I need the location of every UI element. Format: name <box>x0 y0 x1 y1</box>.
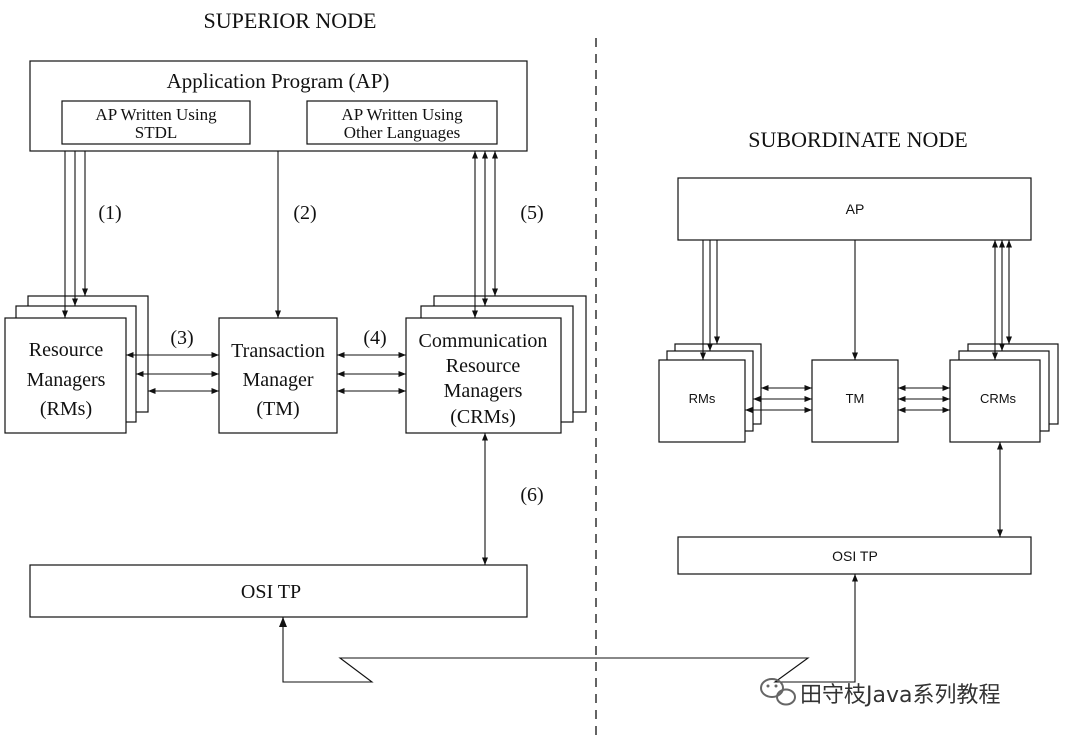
superior-rm-label-1: Resource <box>29 339 104 361</box>
superior-rm-stack: Resource Managers (RMs) <box>4 295 149 434</box>
other-languages-box: AP Written Using Other Languages <box>306 100 498 145</box>
stdl-label-2: STDL <box>135 123 178 142</box>
superior-tm-label-3: (TM) <box>256 398 299 420</box>
sub-arrow-tm-crm <box>898 384 950 414</box>
superior-rm-label-3: (RMs) <box>40 398 92 420</box>
subordinate-rm-stack: RMs <box>658 343 762 443</box>
superior-crm-label-1: Communication <box>419 330 548 352</box>
label-6: (6) <box>520 484 543 506</box>
superior-crm-stack: Communication Resource Managers (CRMs) <box>405 295 587 434</box>
arrow-tm-crm <box>337 351 406 395</box>
subordinate-node-title: SUBORDINATE NODE <box>748 127 967 152</box>
subordinate-crm-label: CRMs <box>980 391 1017 406</box>
superior-node-title: SUPERIOR NODE <box>204 8 377 33</box>
label-1: (1) <box>98 202 121 224</box>
other-languages-label-1: AP Written Using <box>341 105 463 124</box>
stdl-box: AP Written Using STDL <box>61 100 251 145</box>
wechat-icon <box>760 678 796 706</box>
subordinate-ap-box: AP <box>677 177 1032 241</box>
label-2: (2) <box>293 202 316 224</box>
subordinate-osi-tp-label: OSI TP <box>832 548 878 564</box>
watermark-text: 田守枝Java系列教程 <box>800 683 1000 708</box>
superior-rm-label-2: Managers <box>27 369 106 391</box>
subordinate-crm-stack: CRMs <box>949 343 1059 443</box>
superior-crm-label-2: Resource <box>446 355 521 377</box>
osi-link-arrowhead <box>279 617 287 627</box>
other-languages-label-2: Other Languages <box>344 123 461 142</box>
arrow-ap-crm <box>471 151 499 318</box>
superior-tm-box: Transaction Manager (TM) <box>218 317 338 434</box>
label-4: (4) <box>363 327 386 349</box>
arrow-rm-tm <box>125 351 219 395</box>
label-3: (3) <box>170 327 193 349</box>
subordinate-rm-label: RMs <box>689 391 716 406</box>
sub-arrow-ap-crm <box>991 240 1013 360</box>
sub-arrow-rm-tm <box>745 384 812 414</box>
superior-crm-label-3: Managers <box>444 380 523 402</box>
sub-arrow-ap-to-rm <box>699 240 721 360</box>
subordinate-ap-label: AP <box>846 201 865 217</box>
superior-tm-label-2: Manager <box>242 369 313 391</box>
stdl-label-1: AP Written Using <box>95 105 217 124</box>
subordinate-tm-label: TM <box>846 391 865 406</box>
superior-ap-label: Application Program (AP) <box>167 69 390 93</box>
superior-osi-tp-box: OSI TP <box>29 564 528 618</box>
arrow-ap-to-rm <box>61 151 89 318</box>
subordinate-tm-box: TM <box>811 359 899 443</box>
watermark: 田守枝Java系列教程 <box>760 678 1000 708</box>
superior-osi-tp-label: OSI TP <box>241 581 301 603</box>
subordinate-osi-tp-box: OSI TP <box>677 536 1032 575</box>
osi-tp-link <box>282 574 859 683</box>
superior-ap-box: Application Program (AP) AP Written Usin… <box>29 60 528 152</box>
superior-tm-label-1: Transaction <box>231 340 325 362</box>
superior-crm-label-4: (CRMs) <box>450 406 516 428</box>
label-5: (5) <box>520 202 543 224</box>
